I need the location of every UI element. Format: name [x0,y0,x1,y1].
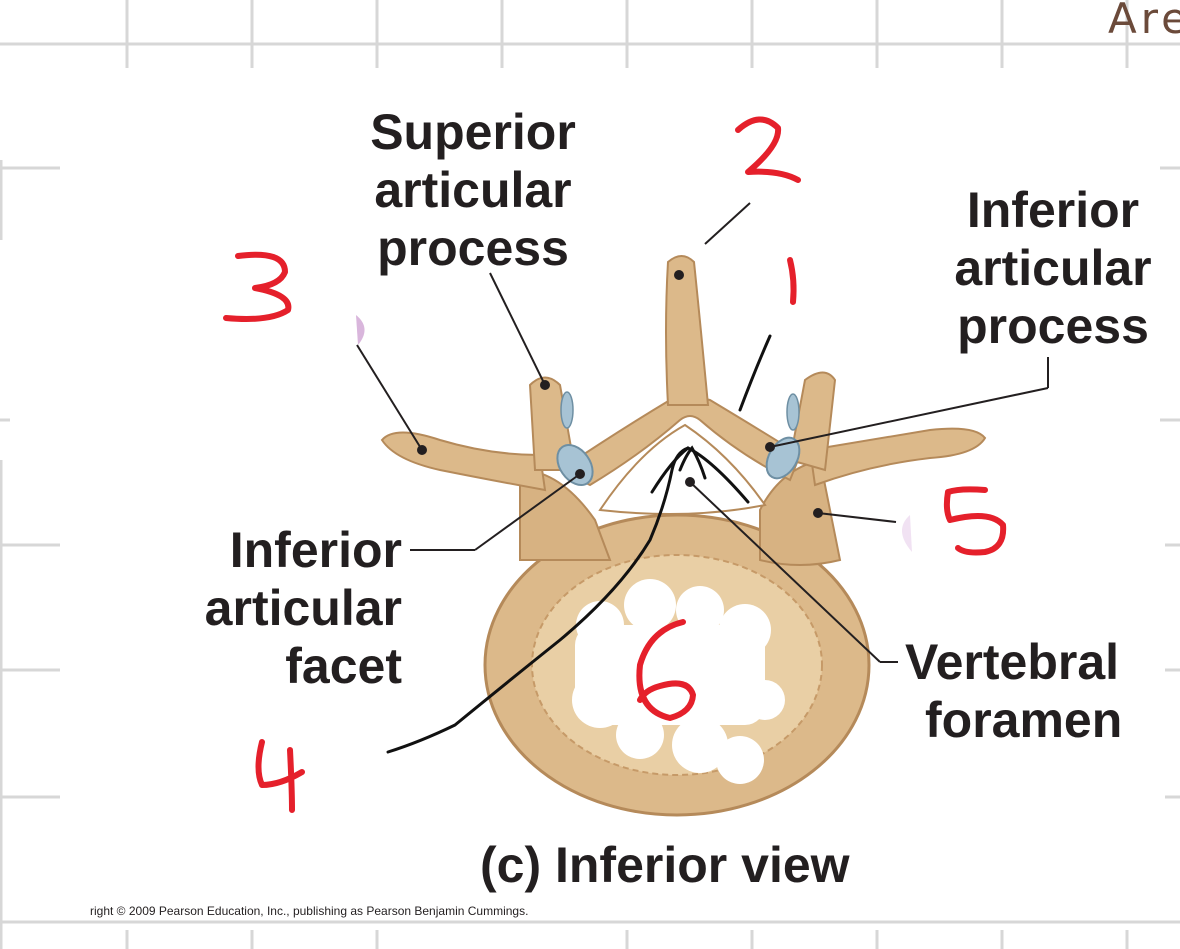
inferior-process-line-1: Inferior [966,182,1140,238]
inferior-facet-line-2: articular [204,580,402,636]
superior-label-line-3: process [377,220,569,276]
vertebra-illustration [356,255,987,817]
red-numbers [223,116,1007,813]
inferior-process-line-3: process [957,298,1149,354]
right-superior-articular-process [788,371,837,472]
erasure-blobs [572,579,785,784]
vertebral-foramen-shape [598,423,767,515]
left-transverse-process [380,431,547,492]
figure-caption: (c) Inferior view [480,837,850,893]
vertebral-foramen-label: Vertebral foramen [905,633,1145,749]
red-number-1 [787,257,797,305]
vertebral-foramen-line-2: foramen [925,692,1123,748]
corner-handwriting: Are [1108,0,1180,43]
pink-mark-left [356,315,365,345]
vertebral-arch [558,396,802,487]
right-pedicle [759,458,842,566]
red-number-4 [255,739,305,813]
pen-strokes [386,334,772,754]
red-number-3 [223,251,292,322]
copyright-notice: right © 2009 Pearson Education, Inc., pu… [90,904,529,918]
left-superior-facet [560,391,574,429]
red-number-5 [943,486,1007,556]
left-pedicle [519,468,612,562]
superior-label-line-1: Superior [370,104,576,160]
inferior-articular-facet-label: Inferior articular facet [170,521,402,695]
inferior-facet-line-3: facet [285,638,402,694]
spinous-process [665,255,710,406]
pink-mark-right [901,515,912,552]
red-number-2 [735,116,801,183]
inferior-facet-line-1: Inferior [229,522,402,578]
superior-label-line-2: articular [374,162,572,218]
superior-articular-process-label: Superior articular process [358,103,588,277]
red-number-6 [636,619,696,721]
right-superior-facet [786,393,800,431]
inferior-articular-process-label: Inferior articular process [938,181,1168,355]
right-transverse-process [808,427,987,487]
vertebral-foramen-line-1: Vertebral [905,634,1120,690]
inferior-process-line-2: articular [954,240,1152,296]
leader-lines [356,202,1049,663]
